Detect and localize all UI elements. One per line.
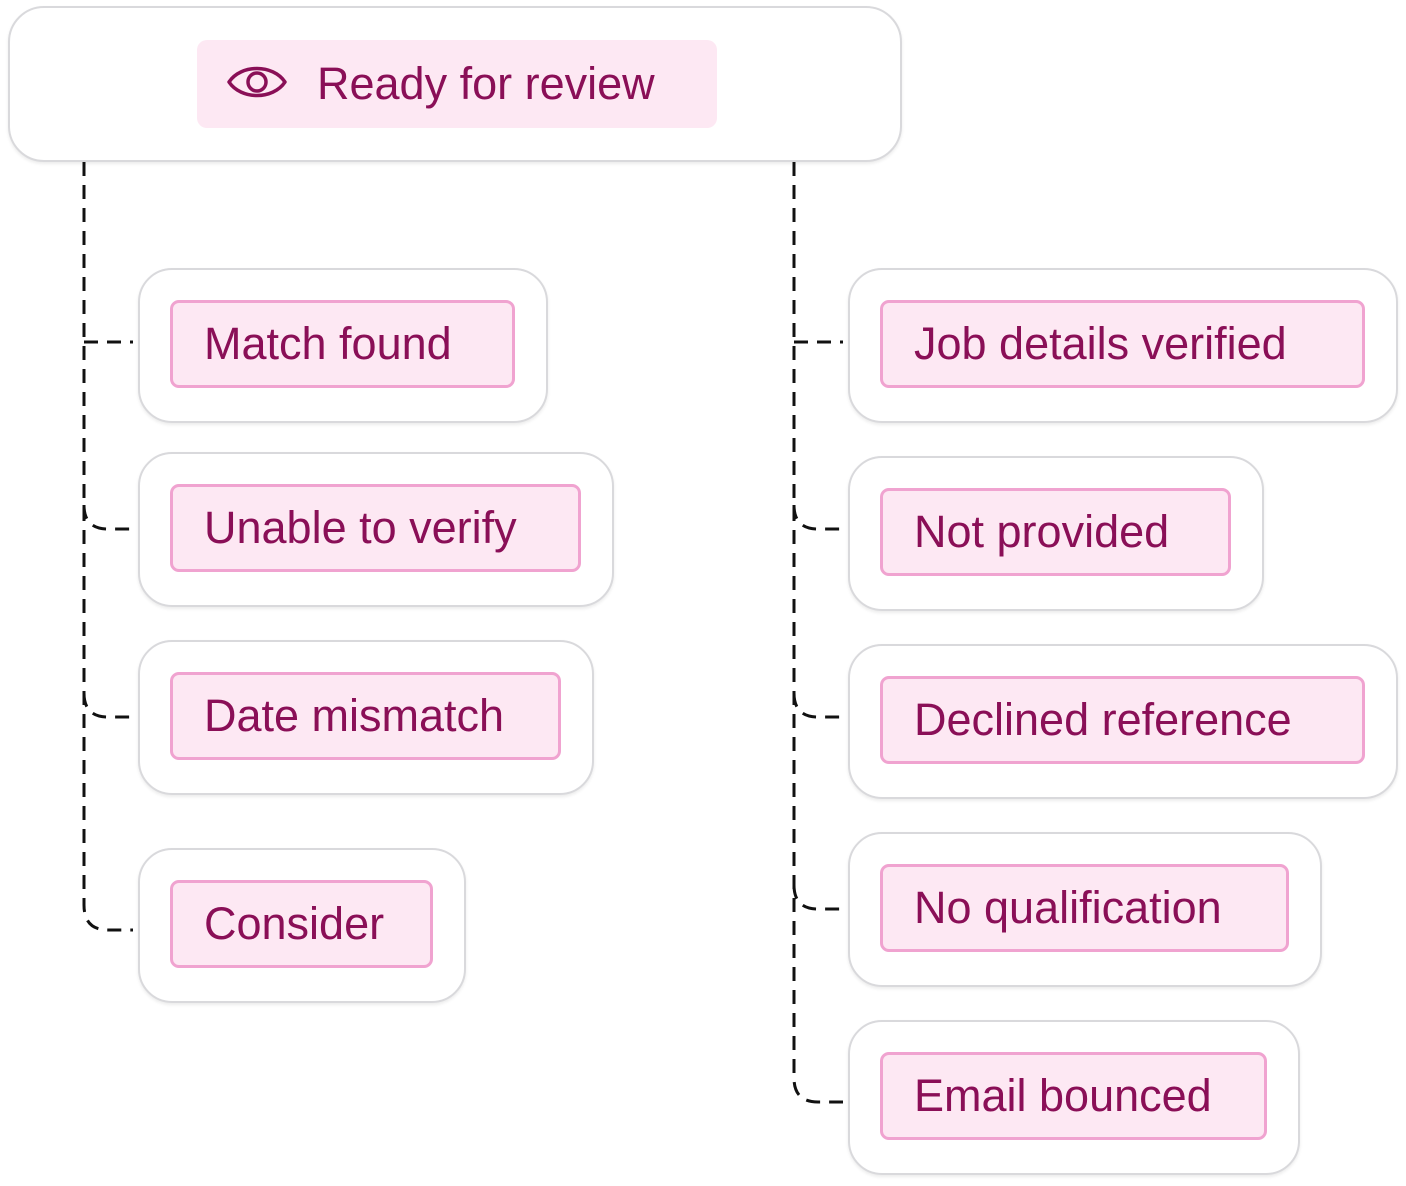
connector-left-trunk [82, 162, 133, 932]
node-card-declined-reference: Declined reference [848, 644, 1398, 799]
node-card-date-mismatch: Date mismatch [138, 640, 594, 795]
node-card-not-provided: Not provided [848, 456, 1264, 611]
node-card-match-found: Match found [138, 268, 548, 423]
status-label: Ready for review [317, 58, 655, 109]
connector-left-date-mismatch [82, 692, 133, 719]
header-card: Ready for review [8, 6, 902, 162]
connector-right-no-qualification [792, 884, 843, 911]
status-tag-not-provided: Not provided [880, 488, 1231, 576]
status-tag-consider: Consider [170, 880, 433, 968]
status-tag-match-found: Match found [170, 300, 515, 388]
connector-right-declined [792, 692, 843, 719]
node-card-consider: Consider [138, 848, 466, 1003]
eye-icon [225, 60, 289, 109]
node-card-email-bounced: Email bounced [848, 1020, 1300, 1175]
connector-right-not-provided [792, 504, 843, 531]
status-tag-job-details-verified: Job details verified [880, 300, 1365, 388]
status-badge: Ready for review [197, 40, 717, 128]
node-card-no-qualification: No qualification [848, 832, 1322, 987]
status-tag-no-qualification: No qualification [880, 864, 1289, 952]
status-tag-unable-to-verify: Unable to verify [170, 484, 581, 572]
connector-right-trunk [792, 162, 843, 1104]
node-card-unable-to-verify: Unable to verify [138, 452, 614, 607]
connector-left-unable-to-verify [82, 504, 133, 531]
status-tag-email-bounced: Email bounced [880, 1052, 1267, 1140]
status-tag-declined-reference: Declined reference [880, 676, 1365, 764]
node-card-job-details-verified: Job details verified [848, 268, 1398, 423]
status-tag-date-mismatch: Date mismatch [170, 672, 561, 760]
